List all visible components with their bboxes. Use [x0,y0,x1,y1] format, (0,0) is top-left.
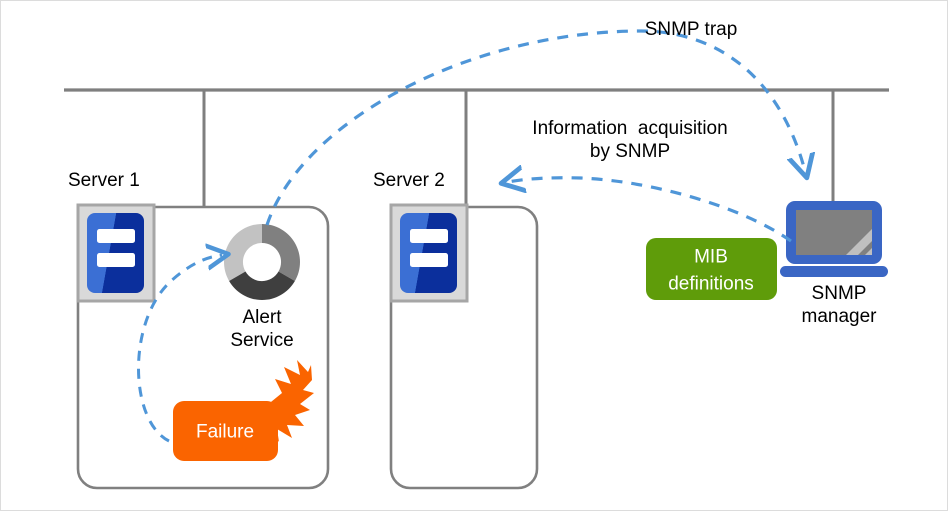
server1-icon [76,203,156,303]
failure-box[interactable] [173,401,278,461]
failure-label: Failure [195,421,255,443]
server2-label: Server 2 [373,170,445,191]
information-acquisition-label-line1: Information acquisition [532,118,728,139]
mib-definitions-label-line1: MIB [694,246,728,268]
snmp-trap-label: SNMP trap [644,19,738,40]
snmp-manager-label-line2: manager [801,306,877,327]
alert-service-label-line1: Alert [242,307,282,328]
alert-service-label-line2: Service [230,330,294,351]
information-acquisition-label-line2: by SNMP [589,141,671,162]
snmp-manager-label-line1: SNMP [811,283,867,304]
snmp-manager-laptop-icon [780,201,888,277]
mib-definitions-box[interactable] [646,238,777,300]
edge-snmp-trap [265,29,805,226]
server2-icon [389,203,469,303]
alert-service-donut-icon [224,224,300,300]
mib-definitions-label-line2: definitions [668,273,754,295]
edge-information-acquisition [508,178,792,243]
edge-failure-to-alert [137,255,223,443]
server1-label: Server 1 [68,170,140,191]
failure-burst-icon [260,360,314,442]
network-bus [64,88,889,207]
